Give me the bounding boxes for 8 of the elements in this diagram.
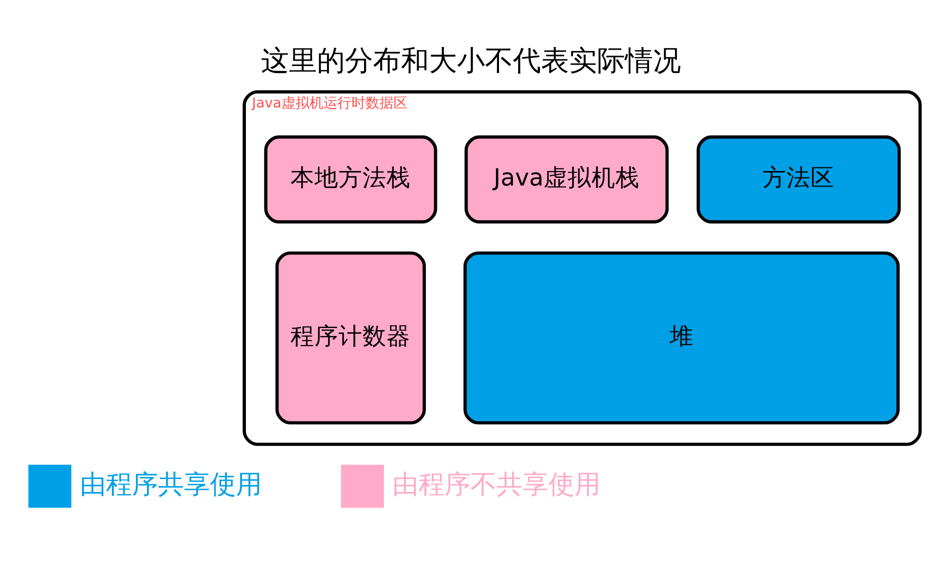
node-box: 堆 — [462, 250, 900, 424]
node-box: 本地方法栈 — [264, 134, 437, 224]
node-box: 方法区 — [696, 134, 900, 224]
node-box: 程序计数器 — [274, 250, 426, 424]
node-box: Java虚拟机栈 — [464, 134, 668, 224]
legend-label: 由程序不共享使用 — [392, 469, 600, 500]
diagram-title: 这里的分布和大小不代表实际情况 — [260, 44, 680, 77]
legend-label: 由程序共享使用 — [79, 469, 262, 500]
